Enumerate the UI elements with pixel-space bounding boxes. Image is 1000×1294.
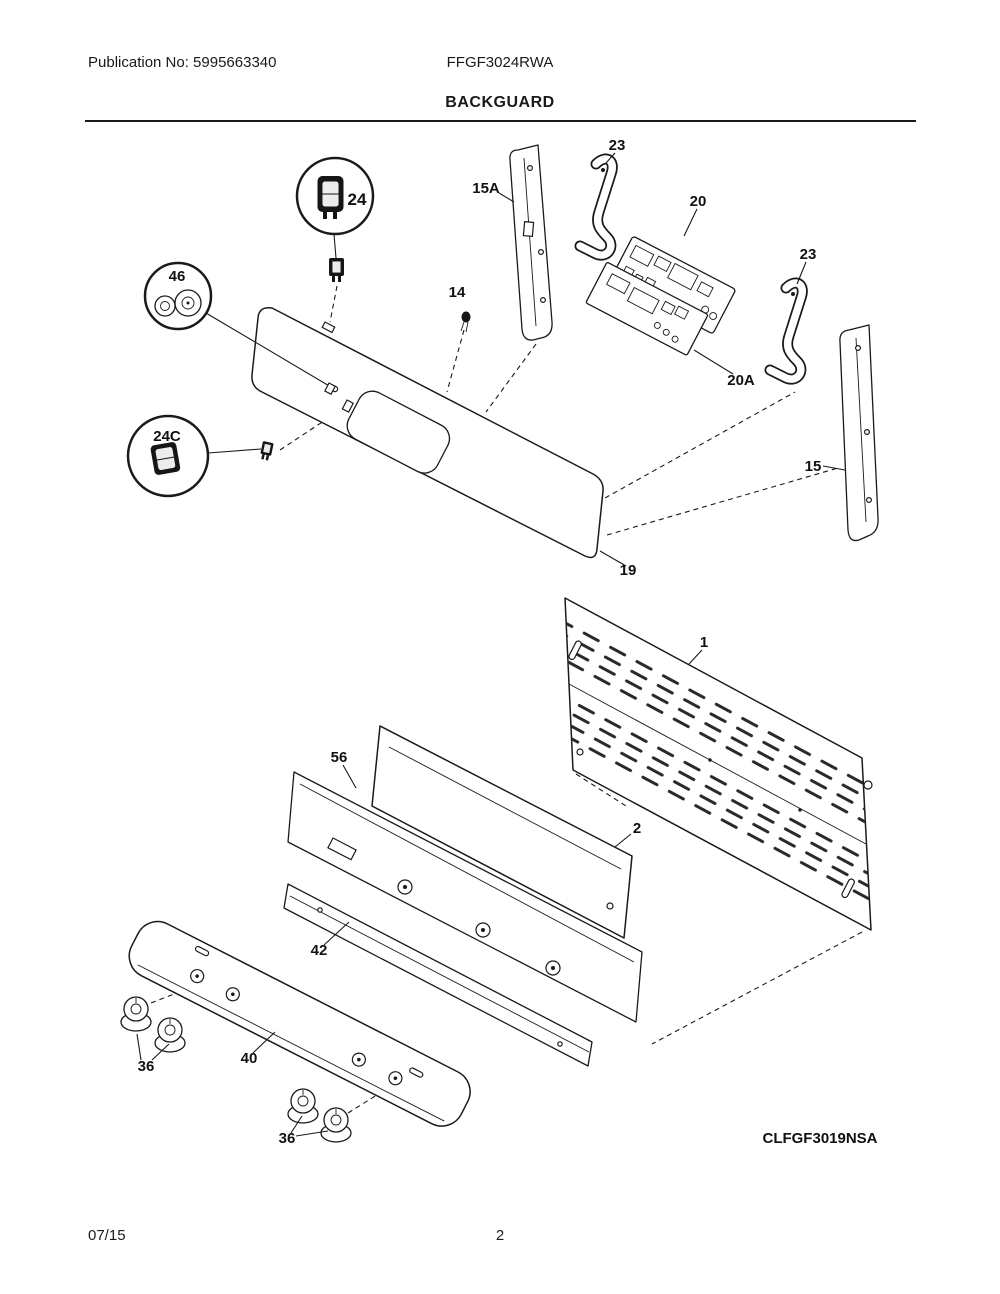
switch-part-24c <box>260 441 274 461</box>
knob-36-bottom-pair <box>287 1088 352 1143</box>
section-title: BACKGUARD <box>445 94 555 111</box>
switch-callout-24c <box>126 414 274 498</box>
footer-date: 07/15 <box>88 1227 126 1244</box>
trim-strip-42-part <box>283 883 593 1067</box>
callout-40: 40 <box>241 1050 258 1067</box>
bracket-15-part <box>839 324 879 542</box>
callout-15: 15 <box>805 458 822 475</box>
knob-36-left-pair <box>120 996 186 1053</box>
callout-leader-lines <box>136 152 846 1137</box>
control-panel-part <box>251 306 604 559</box>
model-number: FFGF3024RWA <box>446 54 554 71</box>
callout-14: 14 <box>449 284 466 301</box>
switch-part-24 <box>329 258 344 282</box>
rear-panel-2-part <box>371 725 633 939</box>
callout-24c: 24C <box>153 428 181 445</box>
callout-20: 20 <box>690 193 707 210</box>
callout-labels: 24 46 24C 14 15A 23 20 20A 23 15 19 1 56… <box>138 137 822 1147</box>
mounting-strip-56-part <box>287 771 643 1023</box>
overlay-20a-part <box>585 262 709 356</box>
callout-24: 24 <box>348 190 367 209</box>
callout-15a: 15A <box>472 180 500 197</box>
manifold-panel-40-part <box>128 920 471 1127</box>
callout-19: 19 <box>620 562 637 579</box>
bracket-15a-part <box>509 144 553 341</box>
callout-56: 56 <box>331 749 348 766</box>
callout-36-left: 36 <box>138 1058 155 1075</box>
callout-1: 1 <box>700 634 708 651</box>
callout-2: 2 <box>633 820 641 837</box>
rear-backguard-panel-part <box>564 597 873 931</box>
callout-46: 46 <box>169 268 186 285</box>
callout-23-right: 23 <box>800 246 817 263</box>
publication-number: Publication No: 5995663340 <box>88 54 277 71</box>
callout-42: 42 <box>311 942 328 959</box>
support-23-upper-part <box>574 153 618 261</box>
switch-callout-24 <box>295 156 375 282</box>
knob-callout-46 <box>143 261 337 396</box>
screw-14-part <box>460 311 471 333</box>
header-rule <box>85 120 916 122</box>
callout-20a: 20A <box>727 372 755 389</box>
callout-36-bottom: 36 <box>279 1130 296 1147</box>
callout-23-upper: 23 <box>609 137 626 154</box>
page-number: 2 <box>495 1227 505 1244</box>
diagram-code: CLFGF3019NSA <box>762 1130 877 1147</box>
support-23-right-part <box>764 277 808 385</box>
